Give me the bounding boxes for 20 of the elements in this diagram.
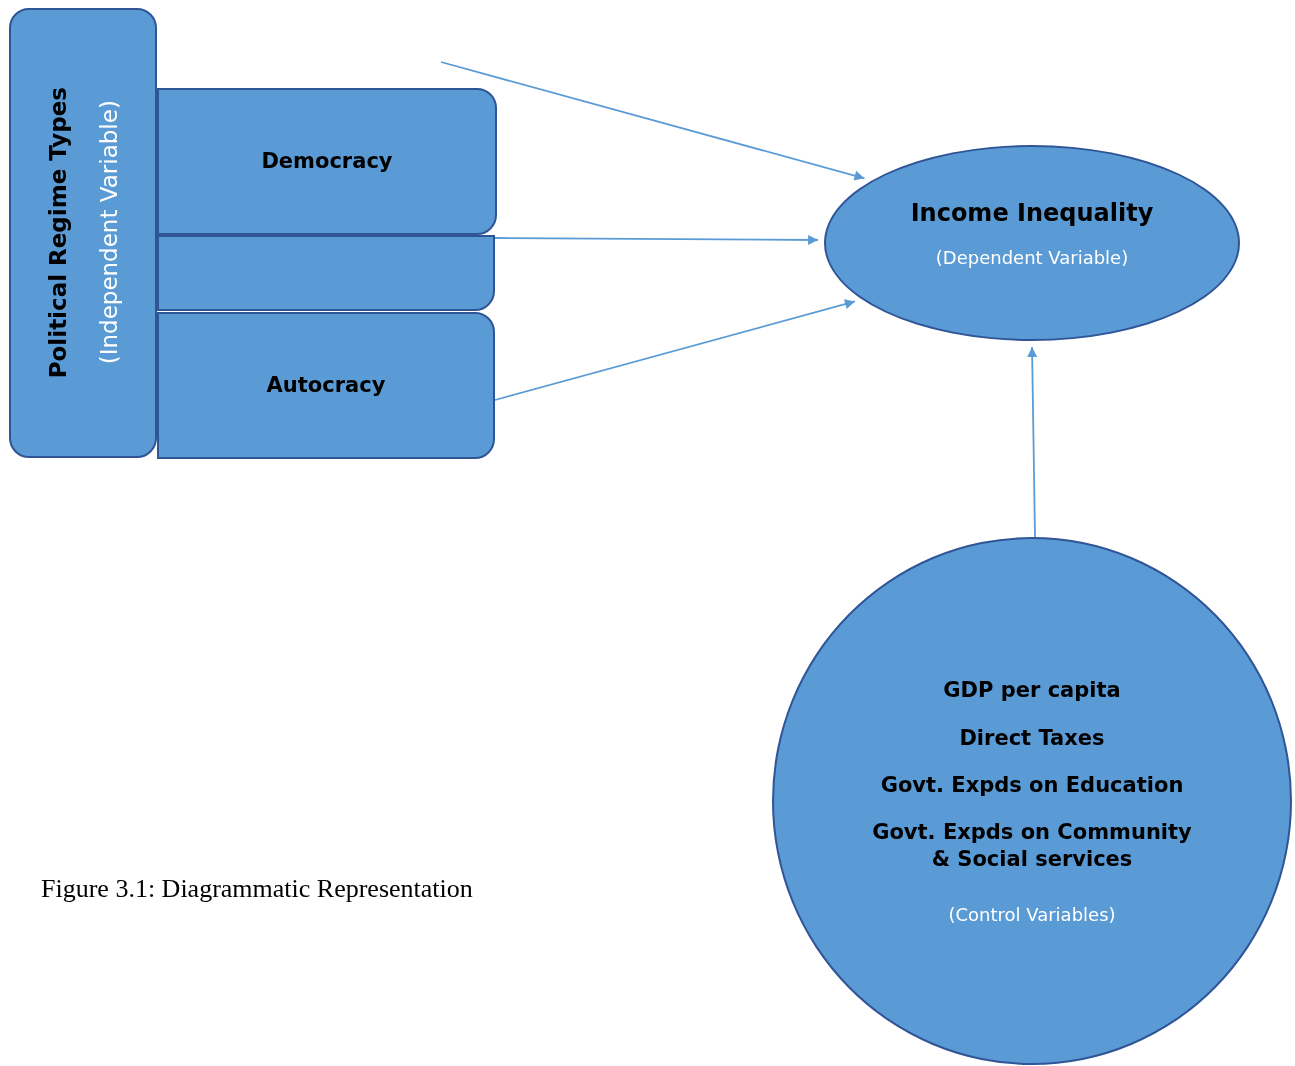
rounded-box — [157, 235, 495, 311]
variable-type-label: (Dependent Variable) — [935, 247, 1129, 269]
arrow — [494, 299, 856, 401]
variable-type-label: (Control Variables) — [948, 903, 1116, 925]
node-label: Political Regime Types — [44, 87, 73, 379]
rounded-box — [157, 312, 495, 459]
node-label: Govt. Expds on Community & Social services — [871, 819, 1193, 874]
arrow — [440, 61, 866, 181]
node-label: Govt. Expds on Education — [880, 771, 1184, 799]
arrow — [1027, 346, 1038, 538]
node-label: GDP per capita — [943, 677, 1121, 705]
node-label: Income Inequality — [910, 197, 1154, 229]
node-label: Direct Taxes — [959, 724, 1105, 752]
rounded-box — [157, 88, 497, 235]
figure-caption: Figure 3.1: Diagrammatic Representation — [41, 874, 473, 904]
node-label: Autocracy — [266, 371, 386, 399]
node-label: Democracy — [261, 147, 393, 175]
arrow — [494, 234, 819, 245]
rounded-box — [9, 8, 157, 458]
variable-type-label: (Independent Variable) — [95, 100, 122, 366]
